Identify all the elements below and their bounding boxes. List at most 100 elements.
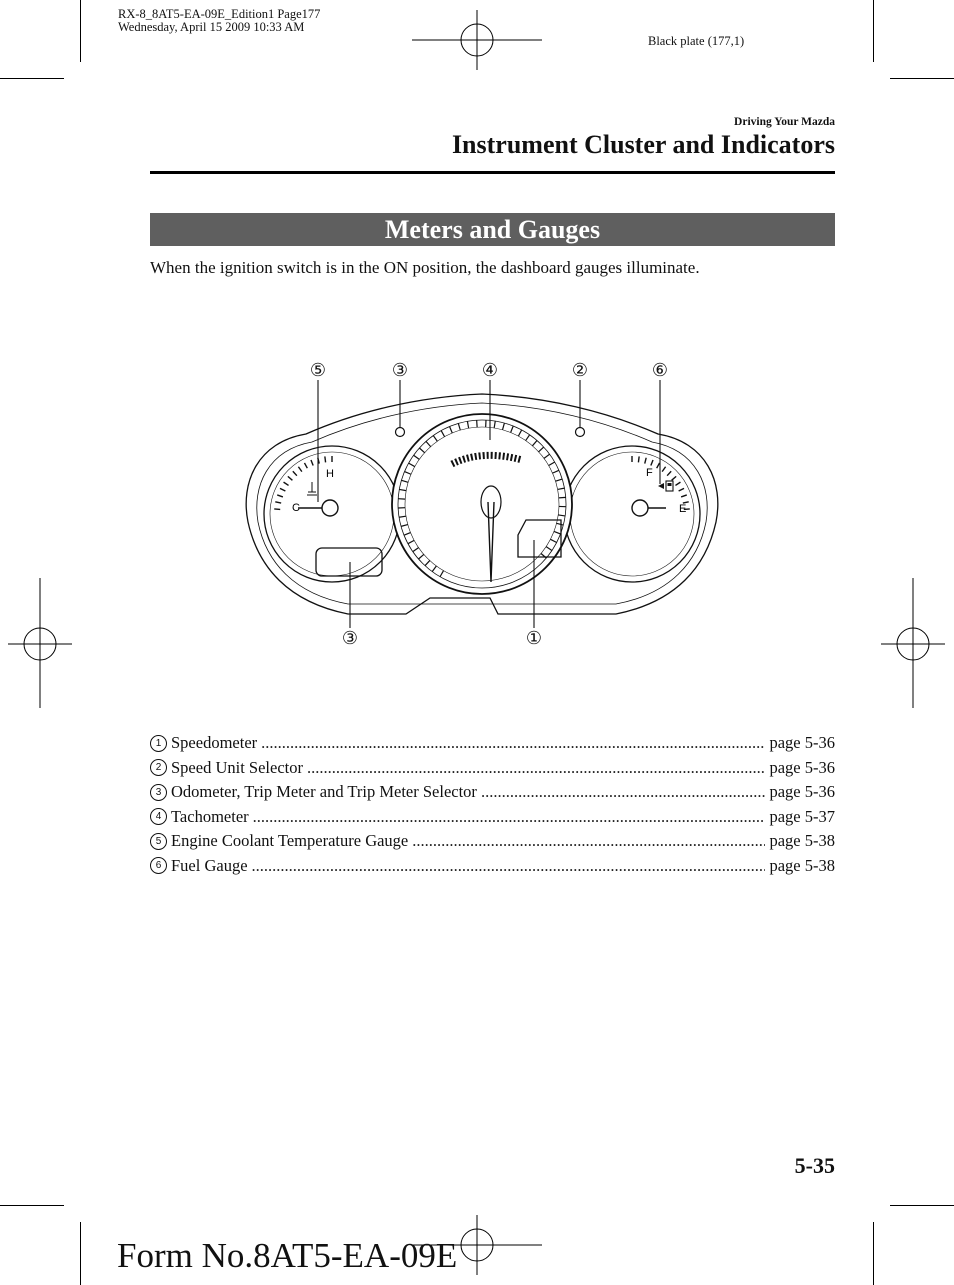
callout-5: ⑤: [310, 360, 326, 381]
item-label: Tachometer: [171, 806, 249, 826]
item-page-link[interactable]: page 5-36: [769, 733, 835, 753]
callout-4: ④: [482, 360, 498, 381]
item-number: 4: [150, 808, 167, 826]
tachometer-tick: [432, 435, 438, 442]
tachometer-tick: [525, 434, 531, 441]
temperature-tick: [287, 475, 293, 481]
callout-2: ②: [572, 360, 588, 381]
fuel-empty-label: E: [679, 503, 686, 515]
temperature-tick: [297, 466, 303, 473]
tachometer-tick: [404, 470, 412, 475]
section-banner: Meters and Gauges: [150, 213, 835, 246]
dot-leader: [253, 807, 766, 827]
tachometer-tick: [545, 546, 553, 552]
fuel-tick: [656, 462, 661, 469]
tachometer-tick: [418, 553, 425, 560]
fuel-tick: [637, 456, 640, 463]
tachometer-tick: [538, 446, 545, 453]
plate-info: Black plate (177,1): [648, 34, 745, 48]
tachometer-tick: [510, 425, 514, 433]
tachometer-tick: [412, 547, 419, 553]
registration-mark-top: [412, 10, 542, 70]
odometer-display: [315, 547, 383, 577]
fuel-tick: [661, 466, 667, 473]
callout-1: ①: [526, 628, 542, 649]
item-page-link[interactable]: page 5-36: [769, 782, 835, 802]
form-number: Form No.8AT5-EA-09E: [117, 1236, 458, 1275]
tachometer-tick: [403, 532, 411, 536]
temperature-tick: [279, 487, 286, 492]
tachometer-tick: [543, 453, 550, 459]
item-number: 5: [150, 832, 167, 850]
speed-unit-button: [574, 426, 586, 438]
print-meta-line-2: Wednesday, April 15 2009 10:33 AM: [118, 20, 305, 34]
dot-leader: [481, 782, 766, 802]
callout-3-top: ③: [392, 360, 408, 381]
tachometer-tick: [401, 479, 409, 483]
print-meta-line-1: RX-8_8AT5-EA-09E_Edition1 Page177: [118, 7, 321, 21]
list-item[interactable]: 1Speedometerpage 5-36: [150, 731, 835, 756]
temperature-tick: [310, 459, 314, 466]
cluster-housing: [245, 393, 719, 615]
page-number: 5-35: [794, 1153, 835, 1178]
registration-mark-bottom: [412, 1215, 542, 1275]
tachometer-tick: [431, 565, 437, 572]
item-page-link[interactable]: page 5-38: [769, 855, 835, 875]
tachometer-tick: [407, 539, 415, 545]
tachometer-tick: [425, 440, 432, 448]
item-number: 6: [150, 857, 167, 875]
cluster-housing-inner: [256, 402, 708, 605]
tachometer-tick: [548, 461, 556, 467]
crop-mark: [890, 78, 954, 79]
fuel-tick: [678, 487, 685, 492]
fuel-tick: [644, 457, 647, 464]
temperature-tick: [274, 508, 281, 511]
tachometer-tick: [557, 487, 565, 491]
item-number: 2: [150, 759, 167, 777]
tachometer-tick: [457, 423, 461, 431]
tachometer-tick: [408, 462, 416, 468]
tachometer-tick: [552, 469, 560, 474]
registration-mark-right: [881, 578, 945, 708]
speedometer-display: [517, 519, 562, 558]
title-rule: [150, 171, 835, 174]
dot-leader: [412, 831, 765, 851]
section-name: Driving Your Mazda: [734, 116, 835, 128]
temp-hot-label: H: [326, 468, 334, 480]
tachometer-needle: [480, 485, 502, 583]
item-label: Fuel Gauge: [171, 855, 248, 875]
dot-leader: [252, 856, 766, 876]
temperature-tick: [275, 501, 282, 504]
temperature-tick: [324, 456, 327, 463]
tachometer-tick: [558, 496, 566, 499]
trip-selector-button: [394, 426, 406, 438]
tachometer-tick: [440, 430, 446, 438]
crop-mark: [873, 0, 874, 62]
tachometer-tick: [398, 515, 407, 518]
tachometer-tick: [501, 422, 505, 430]
tachometer-tick: [531, 440, 538, 447]
temperature-tick: [283, 481, 289, 487]
fuel-tick: [680, 494, 688, 498]
item-page-link[interactable]: page 5-38: [769, 831, 835, 851]
temperature-tick: [276, 494, 284, 498]
item-label: Speed Unit Selector: [171, 757, 303, 777]
crop-mark: [0, 1205, 64, 1206]
tachometer-tick: [424, 560, 431, 567]
item-page-link[interactable]: page 5-37: [769, 806, 835, 826]
fuel-tick: [671, 475, 677, 481]
tachometer-tick: [493, 420, 496, 429]
item-page-link[interactable]: page 5-36: [769, 757, 835, 777]
item-number: 3: [150, 783, 167, 801]
callout-6: ⑥: [652, 360, 668, 381]
tachometer-tick: [558, 514, 566, 517]
tachometer-tick: [555, 478, 563, 482]
tachometer-tick: [399, 488, 407, 492]
tachometer-tick: [448, 426, 453, 434]
